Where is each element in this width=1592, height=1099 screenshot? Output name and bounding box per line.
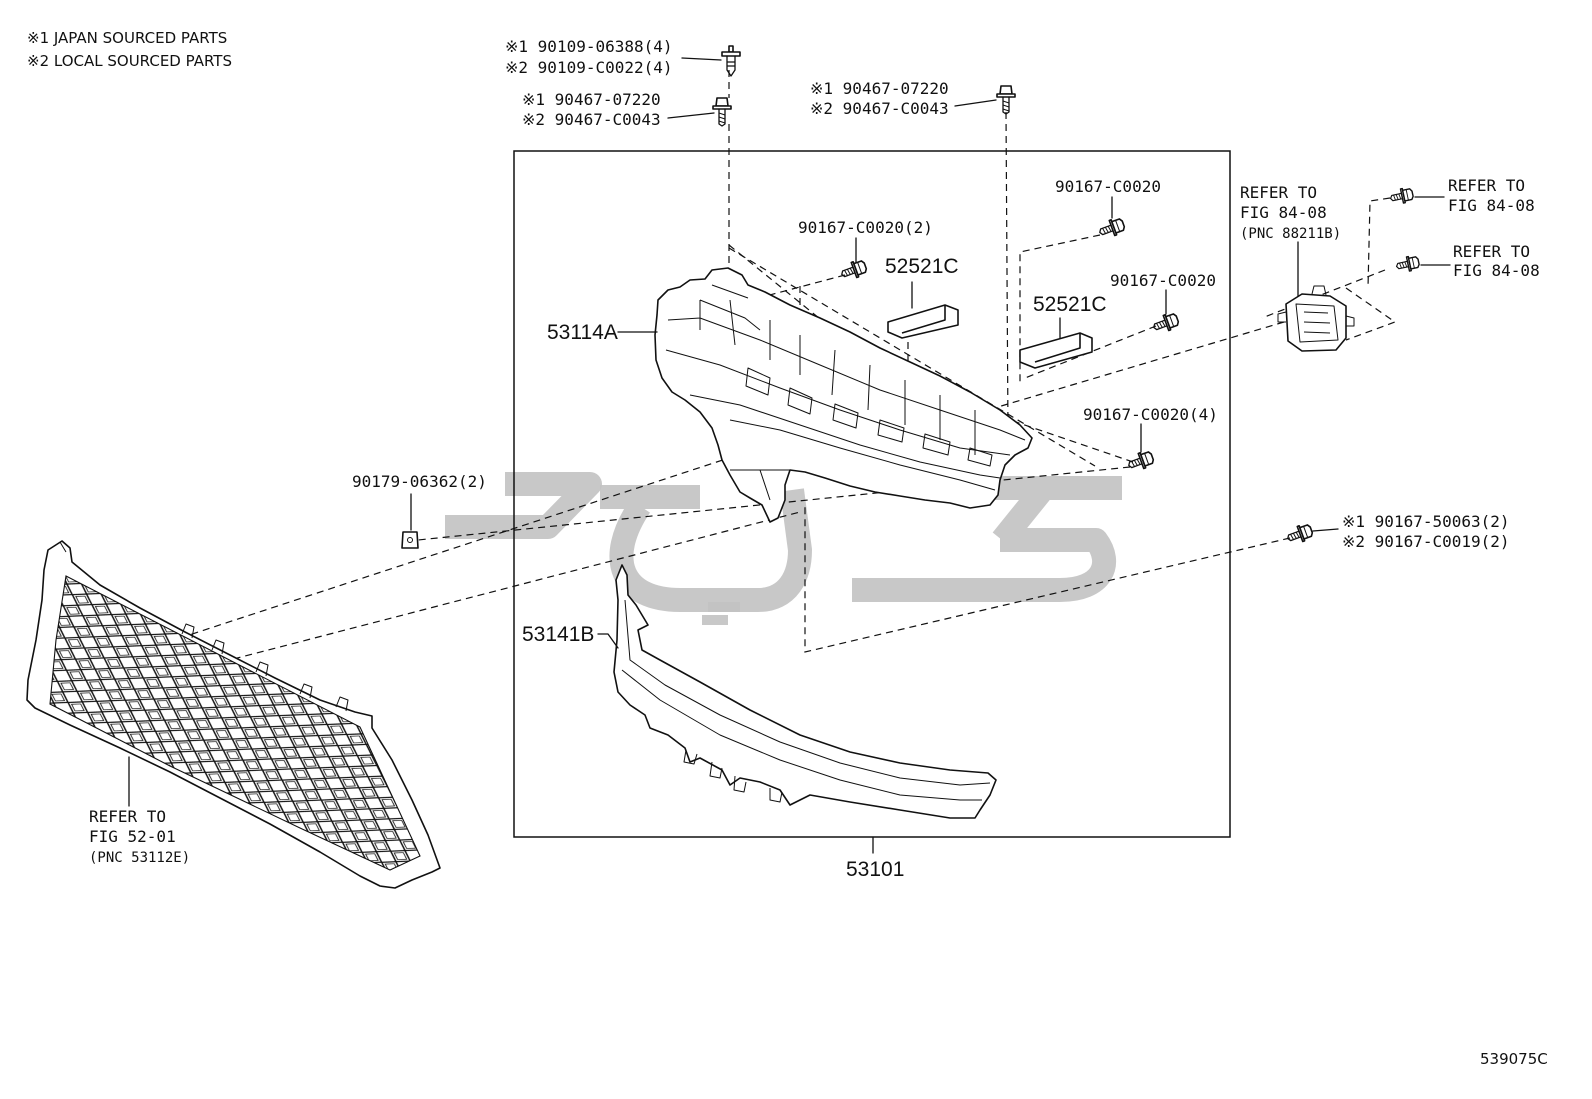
support-openings <box>745 367 993 467</box>
callout-bolt-right-japan[interactable]: ※1 90467-07220 <box>810 79 949 98</box>
reference-sensor-pnc: (PNC 88211B) <box>1240 226 1341 242</box>
legend-local: ※2 LOCAL SOURCED PARTS <box>27 52 232 70</box>
screw-sensor-90167 <box>1284 521 1315 547</box>
grille-top-clips <box>59 541 349 712</box>
callout-clip-local[interactable]: ※2 90109-C0022(4) <box>505 58 673 77</box>
sensor-module <box>1277 285 1355 352</box>
part-callouts: ※1 90109-06388(4) ※2 90109-C0022(4) ※1 9… <box>352 37 1510 881</box>
reference-sensor-bolt-upper[interactable]: REFER TO FIG 84-08 <box>1448 176 1535 215</box>
callout-molding[interactable]: 53141B <box>522 623 594 646</box>
molding-outline <box>613 564 997 819</box>
support-ribs <box>665 284 1026 501</box>
reference-grille-line1: REFER TO <box>89 807 166 826</box>
watermark-stroke <box>600 485 812 612</box>
callout-nut[interactable]: 90179-06362(2) <box>352 472 487 491</box>
nut-90179 <box>401 531 419 549</box>
reference-grille-line2: FIG 52-01 <box>89 827 176 846</box>
grille-molding-53141B <box>613 564 997 819</box>
front-grille <box>26 540 441 889</box>
reference-sensor[interactable]: REFER TO FIG 84-08 (PNC 88211B) <box>1240 183 1341 242</box>
screw-top-90167 <box>1096 215 1127 241</box>
bolt-left-90467 <box>712 97 732 127</box>
screw-left-90167 <box>838 257 869 283</box>
reference-bolt-lower-line2: FIG 84-08 <box>1453 261 1540 280</box>
bracket-left-52521C <box>887 304 959 339</box>
callout-bracket-left[interactable]: 52521C <box>885 255 959 278</box>
callout-support[interactable]: 53114A <box>547 321 618 344</box>
reference-sensor-bolt-lower[interactable]: REFER TO FIG 84-08 <box>1453 242 1540 280</box>
assembly-boundary-box <box>513 150 1231 838</box>
callout-bolt-right-local[interactable]: ※2 90467-C0043 <box>810 99 949 118</box>
leader-lines <box>128 57 1451 854</box>
watermark-stroke <box>445 472 602 539</box>
clip-fastener-90109 <box>721 45 741 77</box>
callout-clip-japan[interactable]: ※1 90109-06388(4) <box>505 37 673 56</box>
reference-bolt-upper-line1: REFER TO <box>1448 176 1525 195</box>
radiator-support-upper-53114A <box>654 267 1033 523</box>
callout-screw-left[interactable]: 90167-C0020(2) <box>798 218 933 237</box>
bracket-right-52521C <box>1019 332 1093 369</box>
callout-screw-mid[interactable]: 90167-C0020 <box>1110 271 1216 290</box>
callout-assembly[interactable]: 53101 <box>846 858 904 881</box>
grille-mesh <box>49 575 421 871</box>
reference-grille-pnc: (PNC 53112E) <box>89 850 190 866</box>
molding-detail-lines <box>621 599 991 803</box>
legend-japan: ※1 JAPAN SOURCED PARTS <box>27 29 227 47</box>
callout-bolt-left-local[interactable]: ※2 90467-C0043 <box>522 110 661 129</box>
reference-bolt-upper-line2: FIG 84-08 <box>1448 196 1535 215</box>
reference-sensor-line2: FIG 84-08 <box>1240 203 1327 222</box>
callout-screw-top[interactable]: 90167-C0020 <box>1055 177 1161 196</box>
reference-sensor-line1: REFER TO <box>1240 183 1317 202</box>
callout-screw-lower[interactable]: 90167-C0020(4) <box>1083 405 1218 424</box>
bolt-right-90467 <box>996 85 1016 115</box>
illustration-code: 539075C <box>1480 1050 1548 1068</box>
reference-bolt-lower-line1: REFER TO <box>1453 242 1530 261</box>
reference-grille[interactable]: REFER TO FIG 52-01 (PNC 53112E) <box>89 807 190 866</box>
sensor-details <box>1277 285 1355 343</box>
support-outline <box>654 267 1033 523</box>
sensor-bolt-lower <box>1394 253 1421 275</box>
callout-bracket-right[interactable]: 52521C <box>1033 293 1107 316</box>
source-legend: ※1 JAPAN SOURCED PARTS ※2 LOCAL SOURCED … <box>27 29 232 70</box>
callout-bolt-left-japan[interactable]: ※1 90467-07220 <box>522 90 661 109</box>
sensor-bolt-upper <box>1388 185 1415 207</box>
screw-mid-90167 <box>1150 310 1181 336</box>
callout-screw-sensor-local[interactable]: ※2 90167-C0019(2) <box>1342 532 1510 551</box>
screw-lower-90167 <box>1125 448 1156 474</box>
callout-screw-sensor-japan[interactable]: ※1 90167-50063(2) <box>1342 512 1510 531</box>
watermark-dot <box>702 602 740 625</box>
